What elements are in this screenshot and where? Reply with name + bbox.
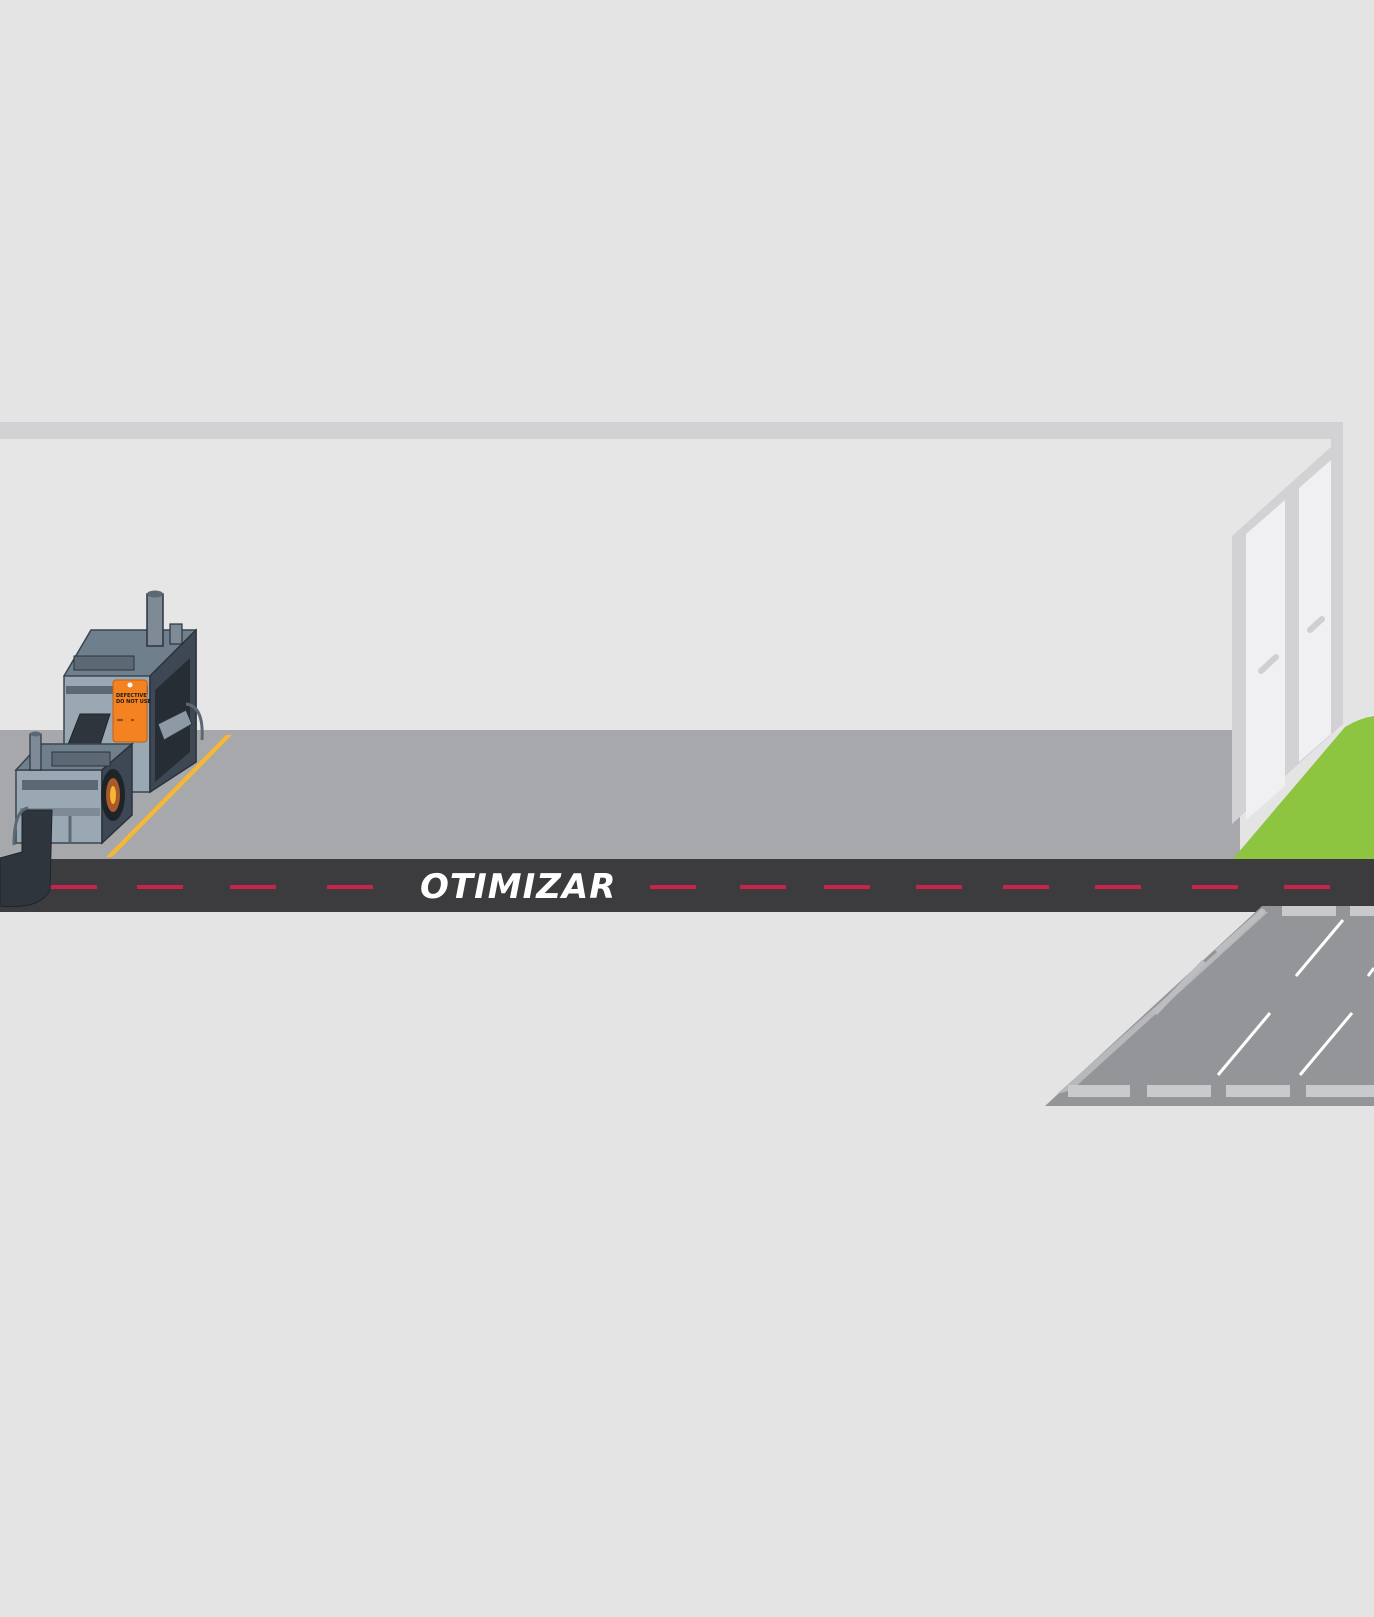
factory-floor: [0, 730, 1240, 860]
grass-area: [1232, 716, 1374, 860]
room-back-wall: [0, 432, 1342, 732]
road-label: OTIMIZAR: [420, 867, 616, 907]
door-icon: [1232, 436, 1343, 824]
safety-line: [106, 735, 232, 857]
room-top-frame: [0, 422, 1343, 439]
tag-line-2: DO NOT USE: [116, 699, 151, 705]
tag-line-1: DEFECTIVE: [116, 693, 147, 699]
warning-tag-icon: DEFECTIVE DO NOT USE: [112, 679, 151, 743]
machine-icon: [0, 713, 135, 908]
parking-lot-icon: [1045, 906, 1374, 1106]
